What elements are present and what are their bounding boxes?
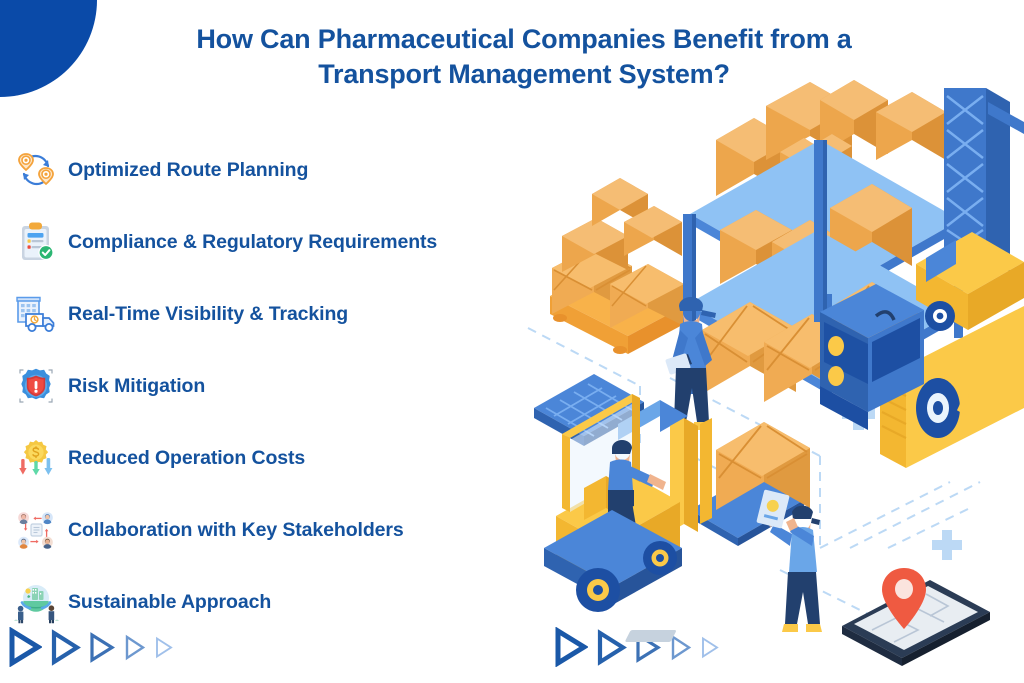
list-item: Sustainable Approach	[10, 578, 570, 626]
blue-delivery-truck	[820, 284, 1024, 468]
chevron-arrow-icon	[671, 634, 692, 660]
smartphone-map-with-location-pin	[625, 568, 990, 666]
benefit-label: Optimized Route Planning	[68, 158, 309, 181]
list-item: Risk Mitigation	[10, 362, 570, 410]
worker-with-tablet	[756, 489, 822, 632]
list-item: Reduced Operation Costs	[10, 434, 570, 482]
chevron-arrow-icon	[125, 634, 146, 660]
page-title-line-1: How Can Pharmaceutical Companies Benefit…	[196, 24, 852, 54]
chevron-arrow-group-left	[6, 627, 175, 667]
pallet-with-boxes	[550, 178, 688, 354]
list-item: Collaboration with Key Stakeholders	[10, 506, 570, 554]
chevron-arrow-icon	[51, 628, 81, 666]
overhead-crane	[916, 88, 1024, 331]
blue-quarter-circle	[0, 0, 97, 97]
benefit-label: Reduced Operation Costs	[68, 446, 306, 469]
chevron-arrow-icon	[555, 627, 588, 667]
benefit-label: Collaboration with Key Stakeholders	[68, 518, 404, 541]
chevron-arrow-icon	[702, 636, 719, 658]
coin-down-arrows-icon	[10, 436, 62, 480]
page-title: How Can Pharmaceutical Companies Benefit…	[104, 22, 944, 92]
list-item: Compliance & Regulatory Requirements	[10, 218, 570, 266]
warehouse-logistics-isometric-illustration	[520, 78, 1024, 683]
benefit-label: Risk Mitigation	[68, 374, 206, 397]
green-globe-hands-icon	[10, 580, 62, 624]
clipboard-check-icon	[10, 220, 62, 264]
chevron-arrow-icon	[90, 631, 116, 663]
page-title-line-2: Transport Management System?	[318, 59, 730, 89]
people-network-icon	[10, 508, 62, 552]
benefits-list: Optimized Route Planning	[10, 146, 570, 650]
list-item: Real-Time Visibility & Tracking	[10, 290, 570, 338]
benefit-label: Sustainable Approach	[68, 590, 272, 613]
yellow-forklift-with-crate	[544, 394, 810, 612]
chevron-arrow-icon	[9, 627, 42, 667]
list-item: Optimized Route Planning	[10, 146, 570, 194]
warehouse-truck-icon	[10, 292, 62, 336]
benefit-label: Real-Time Visibility & Tracking	[68, 302, 349, 325]
chevron-arrow-icon	[156, 636, 173, 658]
route-pins-icon	[10, 148, 62, 192]
benefit-label: Compliance & Regulatory Requirements	[68, 230, 438, 253]
gear-alert-icon	[10, 364, 62, 408]
chevron-arrow-icon	[597, 628, 627, 666]
